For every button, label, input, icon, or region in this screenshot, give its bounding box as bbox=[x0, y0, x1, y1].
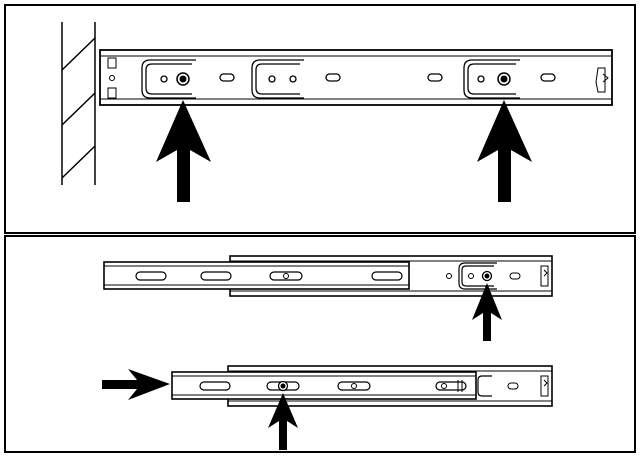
up-arrow-icon bbox=[268, 393, 298, 450]
cabinet-wall bbox=[61, 22, 96, 185]
up-arrow-icon bbox=[156, 100, 211, 202]
screw-icon bbox=[481, 270, 493, 282]
slide-rail-retracted bbox=[171, 365, 553, 407]
screw-icon bbox=[176, 72, 190, 86]
panel-top-frame bbox=[4, 4, 636, 234]
screw-icon bbox=[277, 380, 289, 392]
slide-rail-extended bbox=[103, 255, 553, 297]
up-arrow-icon bbox=[472, 283, 502, 341]
right-arrow-icon bbox=[102, 369, 170, 400]
screw-icon bbox=[497, 72, 511, 86]
up-arrow-icon bbox=[477, 100, 532, 202]
rail-slots-top bbox=[141, 59, 556, 99]
